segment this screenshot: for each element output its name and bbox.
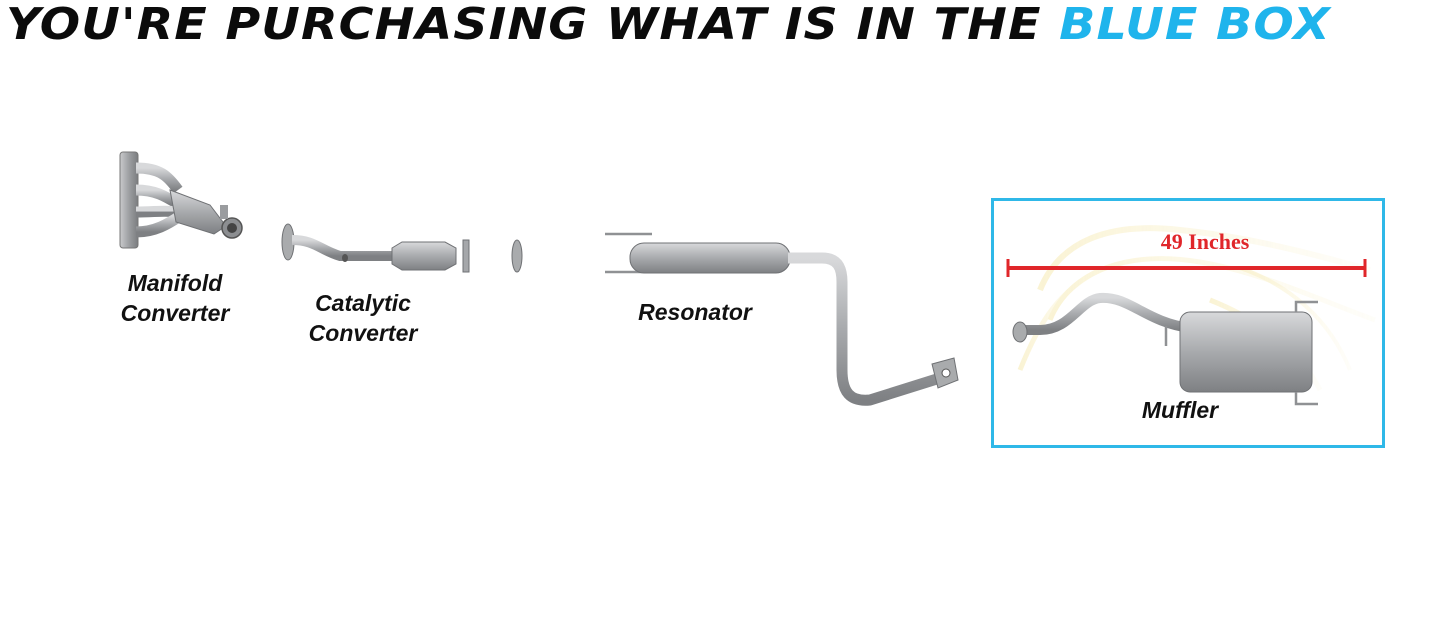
part-label-line: Catalytic — [315, 290, 411, 316]
resonator-pipe-icon — [511, 232, 959, 406]
muffler-icon — [1012, 292, 1360, 406]
part-label-line: Converter — [308, 320, 418, 346]
part-label-catalytic: Catalytic Converter — [288, 288, 438, 348]
part-label-line: Converter — [120, 300, 230, 326]
part-label-muffler: Muffler — [1120, 395, 1240, 425]
part-label-resonator: Resonator — [610, 297, 780, 327]
part-label-manifold: Manifold Converter — [100, 268, 250, 328]
headline: YOU'RE PURCHASING WHAT IS IN THE BLUE BO… — [6, 0, 1445, 52]
catalytic-converter-icon — [281, 223, 470, 273]
headline-dark-text: YOU'RE PURCHASING WHAT IS IN THE — [6, 0, 1042, 50]
exhaust-manifold-icon — [119, 151, 243, 249]
part-label-line: Manifold — [127, 270, 223, 296]
part-label-line: Resonator — [638, 299, 752, 325]
measurement-label: 49 Inches — [1160, 229, 1250, 254]
measurement-line — [1006, 259, 1367, 277]
blue-box-highlight — [991, 198, 1385, 448]
headline-highlight-text: BLUE BOX — [1059, 0, 1331, 50]
part-label-line: Muffler — [1141, 397, 1219, 423]
